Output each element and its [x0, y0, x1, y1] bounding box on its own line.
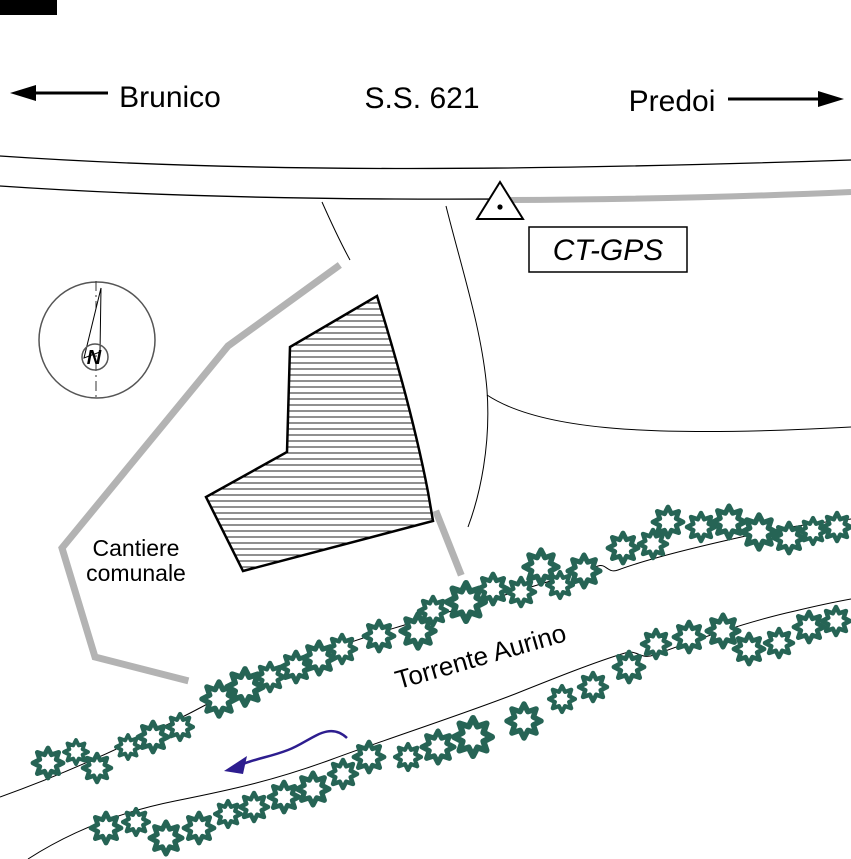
tree-icon	[83, 754, 111, 782]
fence-east	[432, 509, 465, 577]
tree-icon	[794, 612, 824, 642]
tree-icon	[642, 630, 670, 658]
tree-icon	[800, 518, 826, 544]
tree-icon	[150, 822, 182, 854]
tree-icon	[138, 722, 168, 752]
tree-icon	[91, 813, 121, 843]
tree-icon	[765, 629, 793, 657]
gps-label-box	[528, 226, 688, 273]
tree-icon	[297, 773, 329, 805]
tree-icon	[774, 523, 804, 553]
building-footprint	[204, 294, 435, 573]
tree-icon	[33, 748, 63, 778]
tree-icon	[707, 615, 739, 647]
tree-icon	[742, 515, 776, 549]
site-label-line2: comunale	[86, 560, 186, 586]
tree-icon	[568, 555, 600, 587]
side-road-east	[486, 394, 851, 433]
tree-icon	[734, 634, 764, 664]
direction-predoi: Predoi	[629, 85, 844, 118]
compass: N	[38, 281, 156, 401]
tree-icon	[639, 530, 667, 558]
tree-icon	[507, 704, 541, 738]
flow-arrow-line	[242, 730, 348, 766]
tree-icon	[608, 533, 638, 563]
tree-icon	[184, 813, 214, 843]
driveways	[321, 201, 851, 528]
flow-arrow	[224, 730, 348, 774]
tree-icon	[579, 673, 607, 701]
driveway-left-edge	[321, 201, 351, 261]
tree-icon	[478, 574, 508, 604]
direction-brunico: Brunico	[10, 81, 221, 114]
tree-icon	[329, 760, 357, 788]
brunico-label: Brunico	[119, 81, 221, 114]
road-name-label: S.S. 621	[364, 82, 479, 115]
tree-icon	[215, 801, 241, 827]
tree-icon	[454, 718, 492, 756]
fence-west	[58, 262, 342, 685]
compass-north-label: N	[87, 347, 102, 369]
driveway-right-edge	[445, 205, 489, 528]
tree-icon	[364, 621, 394, 651]
predoi-label: Predoi	[629, 85, 716, 118]
tree-icon	[614, 652, 644, 682]
tree-icon	[419, 597, 447, 625]
tree-icon	[240, 793, 268, 821]
tree-icon	[823, 513, 851, 541]
tree-icon	[822, 607, 850, 635]
tree-icon	[328, 635, 356, 663]
gps-station-label: CT-GPS	[528, 226, 688, 273]
construction-site-fence	[58, 262, 465, 685]
gps-triangle-dot	[497, 204, 503, 210]
river-lower-bank	[27, 598, 851, 859]
tree-icon	[167, 714, 193, 740]
tree-icon	[62, 738, 90, 766]
tree-icon	[549, 686, 575, 712]
tree-icon	[422, 731, 454, 763]
highway-upper-edge	[0, 155, 851, 170]
compass-needle-icon	[83, 287, 102, 359]
brunico-arrow-icon	[10, 85, 36, 101]
highway-guardrail	[507, 189, 851, 203]
highway	[0, 155, 851, 203]
compass-ring	[38, 281, 156, 399]
tree-icon	[547, 572, 573, 598]
tree-icon	[674, 622, 704, 652]
tree-icon	[395, 744, 421, 770]
predoi-arrow-icon	[818, 91, 844, 107]
tree-icon	[354, 742, 384, 772]
tree-icon	[653, 507, 683, 537]
compass-hub	[81, 343, 109, 371]
tree-icon	[269, 782, 299, 812]
gps-triangle-icon	[475, 180, 525, 220]
tree-icon	[687, 513, 715, 541]
tree-icon	[123, 809, 149, 835]
site-label-line1: Cantiere	[93, 535, 180, 561]
corner-mark	[0, 0, 57, 15]
gps-label-text: CT-GPS	[553, 234, 664, 267]
site-label: Cantiere comunale	[86, 535, 186, 586]
flow-arrow-head-icon	[224, 756, 247, 774]
gps-station-marker	[475, 180, 525, 220]
tree-icon	[507, 578, 535, 606]
